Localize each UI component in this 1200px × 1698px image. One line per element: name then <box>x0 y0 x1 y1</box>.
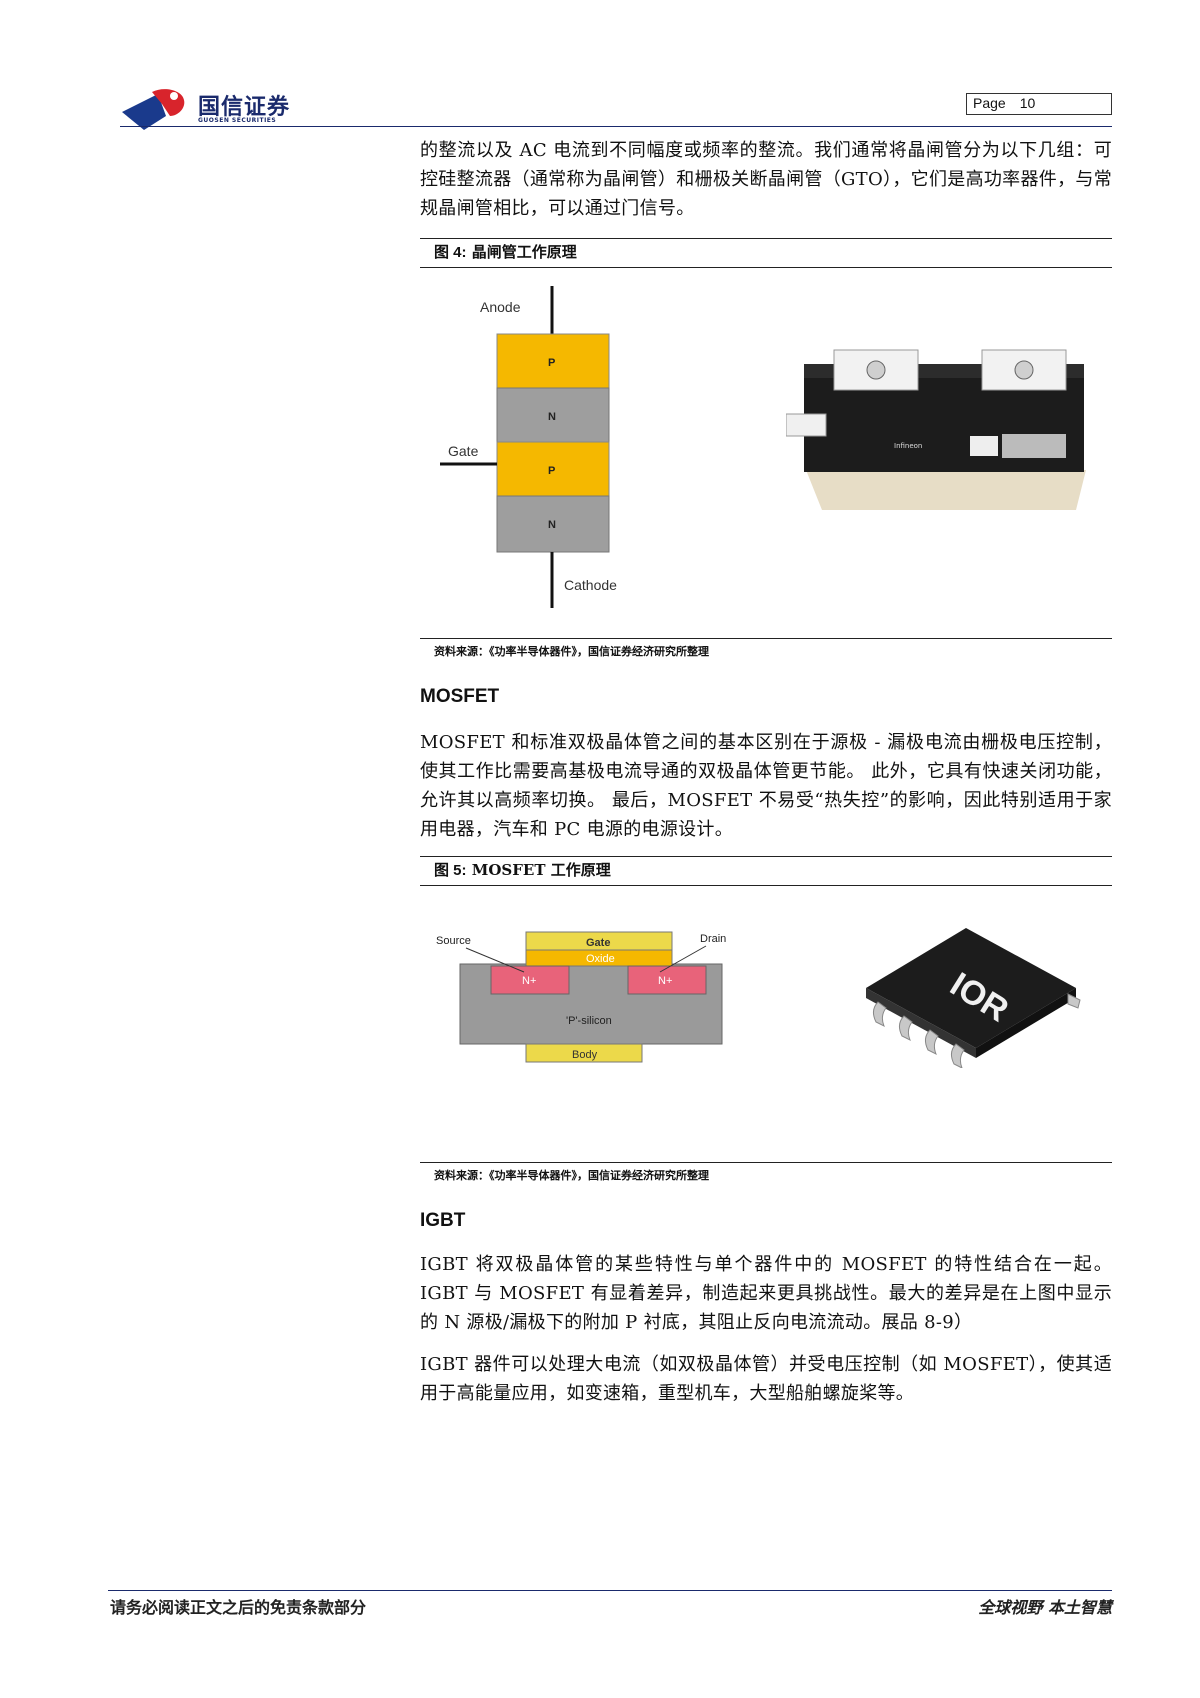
figure5-title: 图 5: MOSFET 工作原理 <box>420 856 1112 886</box>
igbt-paragraph-1: IGBT 将双极晶体管的某些特性与单个器件中的 MOSFET 的特性结合在一起。… <box>420 1254 1112 1333</box>
p-silicon-label: 'P'-silicon <box>566 1015 612 1027</box>
igbt-heading: IGBT <box>420 1210 466 1231</box>
mosfet-diagram: Gate Oxide N+ N+ 'P'-silicon Body Source… <box>436 931 726 1063</box>
page-indicator: Page 10 <box>966 93 1112 115</box>
anode-label: Anode <box>480 299 521 315</box>
gate-label: Gate <box>448 443 479 459</box>
source-terminal-label: Source <box>436 935 471 947</box>
footer-disclaimer: 请务必阅读正文之后的免责条款部分 <box>110 1598 367 1617</box>
figure4-title: 图 4: 晶闸管工作原理 <box>420 238 1112 268</box>
figure5-title-text: MOSFET 工作原理 <box>471 861 611 879</box>
layer-p1-label: P <box>548 357 555 369</box>
thyristor-module-photo: Infineon <box>786 349 1086 510</box>
intro-paragraph: 的整流以及 AC 电流到不同幅度或频率的整流。我们通常将晶闸管分为以下几组：可控… <box>420 140 1112 219</box>
figure4-source: 资料来源：《功率半导体器件》，国信证券经济研究所整理 <box>420 638 1112 659</box>
layer-n2-label: N <box>548 519 556 531</box>
layer-n1-label: N <box>548 411 556 423</box>
igbt-paragraph-2: IGBT 器件可以处理大电流（如双极晶体管）并受电压控制（如 MOSFET），使… <box>420 1354 1112 1404</box>
cathode-label: Cathode <box>564 577 617 593</box>
layer-p2-label: P <box>548 465 555 477</box>
oxide-label: Oxide <box>586 953 615 965</box>
mosfet-heading: MOSFET <box>420 686 500 707</box>
header-divider <box>120 126 1112 127</box>
page-number: 10 <box>1019 95 1036 111</box>
mosfet-chip-photo: IOR <box>866 928 1081 1068</box>
n-plus-right-label: N+ <box>658 975 672 987</box>
n-plus-left-label: N+ <box>522 975 536 987</box>
logo-text-en: GUOSEN SECURITIES <box>198 117 277 124</box>
page-label: Page <box>973 95 1006 111</box>
figure4-number: 图 4: <box>434 244 467 261</box>
module-brand-label: Infineon <box>894 442 922 450</box>
footer-slogan: 全球视野 本土智慧 <box>978 1598 1112 1617</box>
guosen-logo-icon <box>122 89 185 130</box>
figure5-source: 资料来源：《功率半导体器件》，国信证券经济研究所整理 <box>420 1162 1112 1183</box>
logo-text-cn: 国信证券 <box>198 95 291 120</box>
footer-divider <box>108 1590 1112 1591</box>
drain-terminal-label: Drain <box>700 933 726 945</box>
thyristor-diagram: Anode P N P N Gate Cathode <box>440 286 617 608</box>
body-terminal-label: Body <box>572 1049 598 1061</box>
mosfet-paragraph: MOSFET 和标准双极晶体管之间的基本区别在于源极 - 漏极电流由栅极电压控制… <box>420 732 1112 840</box>
figure5-number: 图 5: <box>434 862 467 879</box>
gate-terminal-label: Gate <box>586 937 610 949</box>
figure4-title-text: 晶闸管工作原理 <box>471 243 577 261</box>
